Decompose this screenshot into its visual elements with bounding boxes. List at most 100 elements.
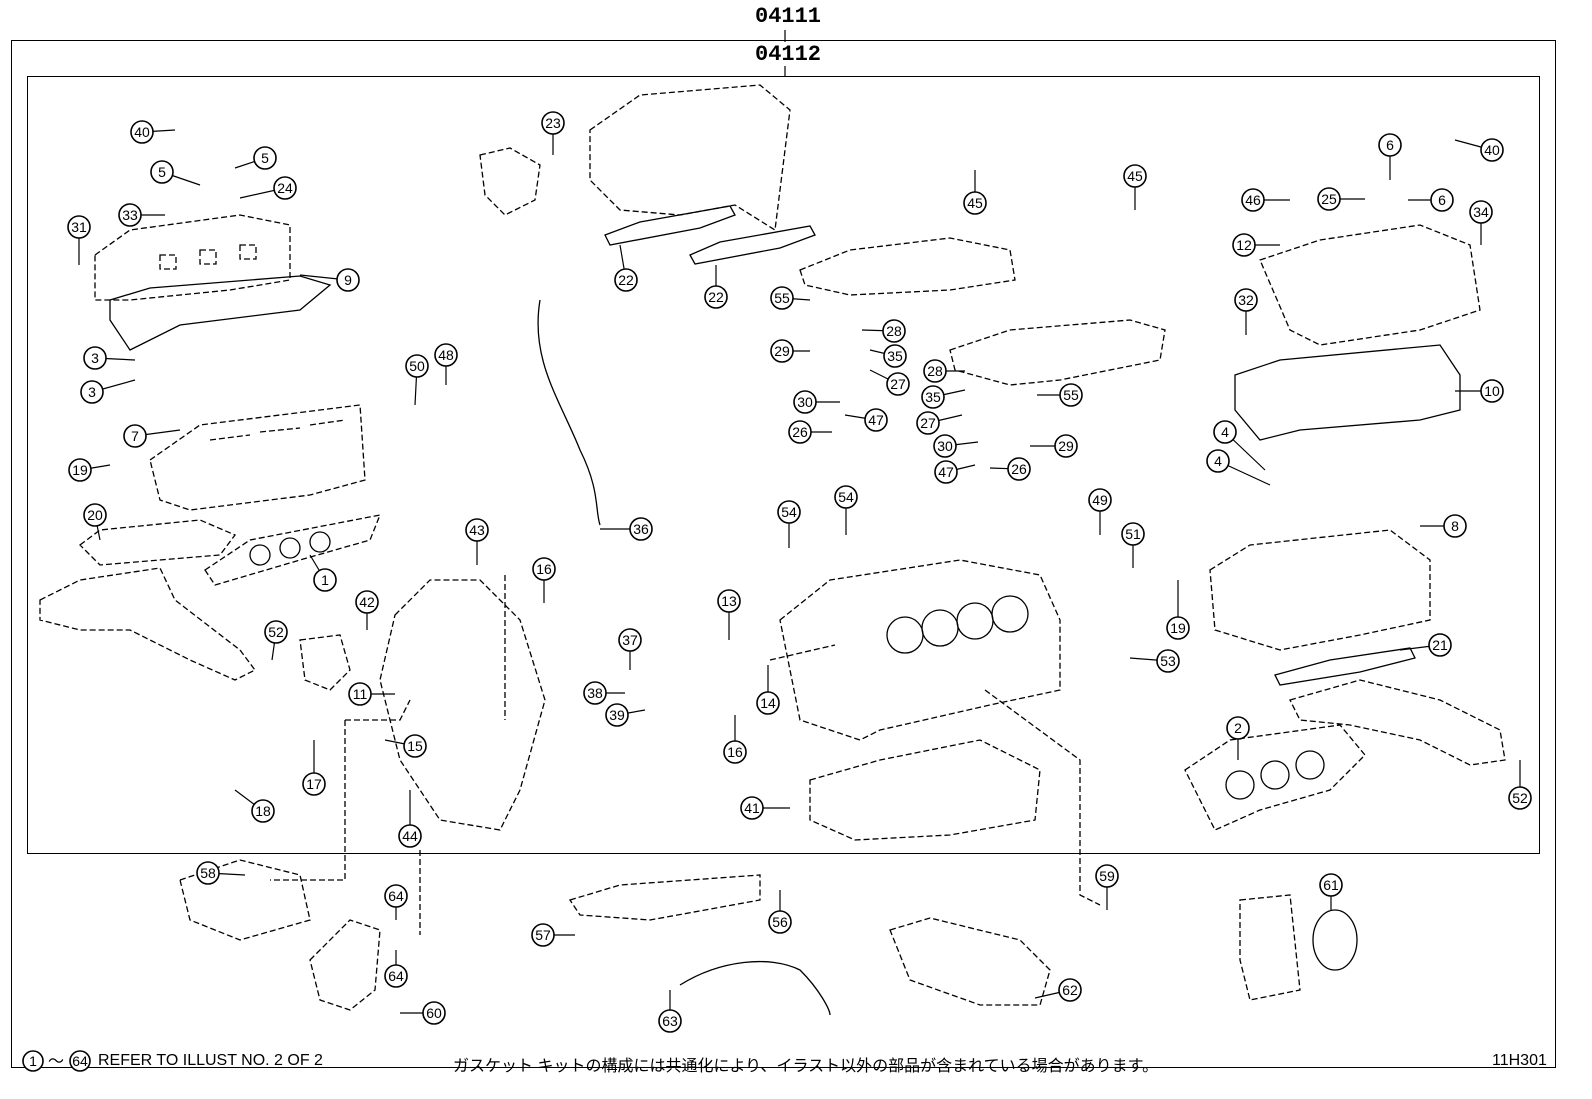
valve-cover-left[interactable] [94,214,291,301]
water-pump[interactable] [299,634,351,691]
callout-41[interactable]: 41 [740,796,790,820]
callout-49[interactable]: 49 [1088,488,1112,535]
intake-gasket-right[interactable] [689,225,816,265]
cylinder-head-left[interactable] [149,404,366,511]
valve-cover-gasket-right[interactable] [1234,344,1461,441]
callout-5[interactable]: 5 [150,160,201,186]
callout-8[interactable]: 8 [1420,514,1467,538]
oil-pan-upper[interactable] [809,739,1041,841]
callout-28[interactable]: 28 [923,359,965,383]
callout-43[interactable]: 43 [465,518,489,565]
rear-oil-seal[interactable] [1312,909,1358,971]
callout-47[interactable]: 47 [934,460,976,484]
callout-29[interactable]: 29 [770,339,810,363]
callout-34[interactable]: 34 [1469,200,1493,245]
water-pump-lower[interactable] [179,859,311,941]
head-gasket-left[interactable] [204,514,382,586]
callout-55[interactable]: 55 [1037,383,1083,407]
callout-32[interactable]: 32 [1234,288,1258,335]
callout-33[interactable]: 33 [118,203,165,227]
callout-3[interactable]: 3 [83,346,136,370]
callout-54[interactable]: 54 [777,500,801,548]
callout-20[interactable]: 20 [83,503,107,541]
callout-19[interactable]: 19 [68,458,111,482]
callout-4[interactable]: 4 [1213,420,1266,471]
callout-52[interactable]: 52 [1508,760,1532,810]
callout-57[interactable]: 57 [531,923,575,947]
callout-60[interactable]: 60 [400,1001,446,1025]
callout-36[interactable]: 36 [600,517,653,541]
callout-18[interactable]: 18 [234,789,275,823]
callout-42[interactable]: 42 [355,590,379,630]
callout-40[interactable]: 40 [1454,138,1504,162]
callout-27[interactable]: 27 [916,411,963,435]
intake-runner-lower[interactable] [568,874,761,921]
callout-38[interactable]: 38 [583,681,625,705]
callout-3[interactable]: 3 [80,379,136,404]
callout-17[interactable]: 17 [302,740,326,796]
callout-40[interactable]: 40 [130,120,176,144]
callout-53[interactable]: 53 [1129,649,1180,673]
oil-pan-lower[interactable] [889,917,1051,1006]
callout-23[interactable]: 23 [541,111,565,155]
callout-45[interactable]: 45 [1123,164,1147,210]
exhaust-gasket-right[interactable] [1274,647,1416,686]
callout-10[interactable]: 10 [1455,379,1504,403]
callout-35[interactable]: 35 [869,344,907,368]
callout-54[interactable]: 54 [834,485,858,535]
timing-cover-lower[interactable] [309,919,381,1011]
callout-64[interactable]: 64 [384,884,408,920]
exhaust-manifold-left[interactable] [39,567,256,681]
callout-4[interactable]: 4 [1206,449,1271,486]
callout-50[interactable]: 50 [405,354,429,406]
callout-63[interactable]: 63 [658,990,682,1033]
callout-7[interactable]: 7 [123,424,181,448]
callout-52[interactable]: 52 [264,620,288,661]
callout-1[interactable]: 1 [309,554,337,592]
valve-cover-gasket-left[interactable] [109,275,332,351]
callout-56[interactable]: 56 [768,890,792,934]
fuel-rail-right[interactable] [949,319,1166,386]
callout-22[interactable]: 22 [614,244,638,292]
callout-5[interactable]: 5 [234,146,277,170]
callout-26[interactable]: 26 [788,420,832,444]
exhaust-gasket-left[interactable] [79,519,237,566]
callout-27[interactable]: 27 [869,369,910,396]
callout-6[interactable]: 6 [1378,133,1402,180]
fuel-rail-left[interactable] [799,237,1016,296]
callout-25[interactable]: 25 [1317,187,1365,211]
callout-28[interactable]: 28 [861,319,906,343]
oil-hose[interactable] [679,961,831,1016]
callout-45[interactable]: 45 [963,170,987,215]
throttle-body[interactable] [479,147,541,216]
callout-19[interactable]: 19 [1166,580,1190,640]
callout-46[interactable]: 46 [1241,188,1290,212]
callout-12[interactable]: 12 [1232,233,1280,257]
callout-13[interactable]: 13 [717,589,741,640]
callout-30[interactable]: 30 [793,390,840,414]
engine-block[interactable] [779,559,1061,741]
callout-6[interactable]: 6 [1408,188,1454,212]
callout-62[interactable]: 62 [1034,978,1082,1002]
callout-24[interactable]: 24 [239,176,297,200]
callout-61[interactable]: 61 [1319,873,1343,910]
callout-9[interactable]: 9 [299,268,360,292]
valve-cover-right[interactable] [1259,224,1481,346]
callout-15[interactable]: 15 [384,734,427,758]
rear-cover[interactable] [1239,894,1301,1001]
timing-cover[interactable] [379,579,546,831]
intake-gasket-left[interactable] [604,205,736,246]
callout-22[interactable]: 22 [704,265,728,309]
head-gasket-right[interactable] [1184,724,1366,831]
callout-47[interactable]: 47 [844,408,888,432]
callout-51[interactable]: 51 [1121,522,1145,568]
callout-21[interactable]: 21 [1399,633,1452,657]
callout-48[interactable]: 48 [434,343,458,385]
callout-44[interactable]: 44 [398,790,422,848]
cylinder-head-right[interactable] [1209,529,1431,651]
callout-16[interactable]: 16 [723,715,747,764]
callout-14[interactable]: 14 [756,665,780,715]
callout-31[interactable]: 31 [67,215,91,265]
callout-37[interactable]: 37 [618,628,642,670]
callout-29[interactable]: 29 [1030,434,1078,458]
